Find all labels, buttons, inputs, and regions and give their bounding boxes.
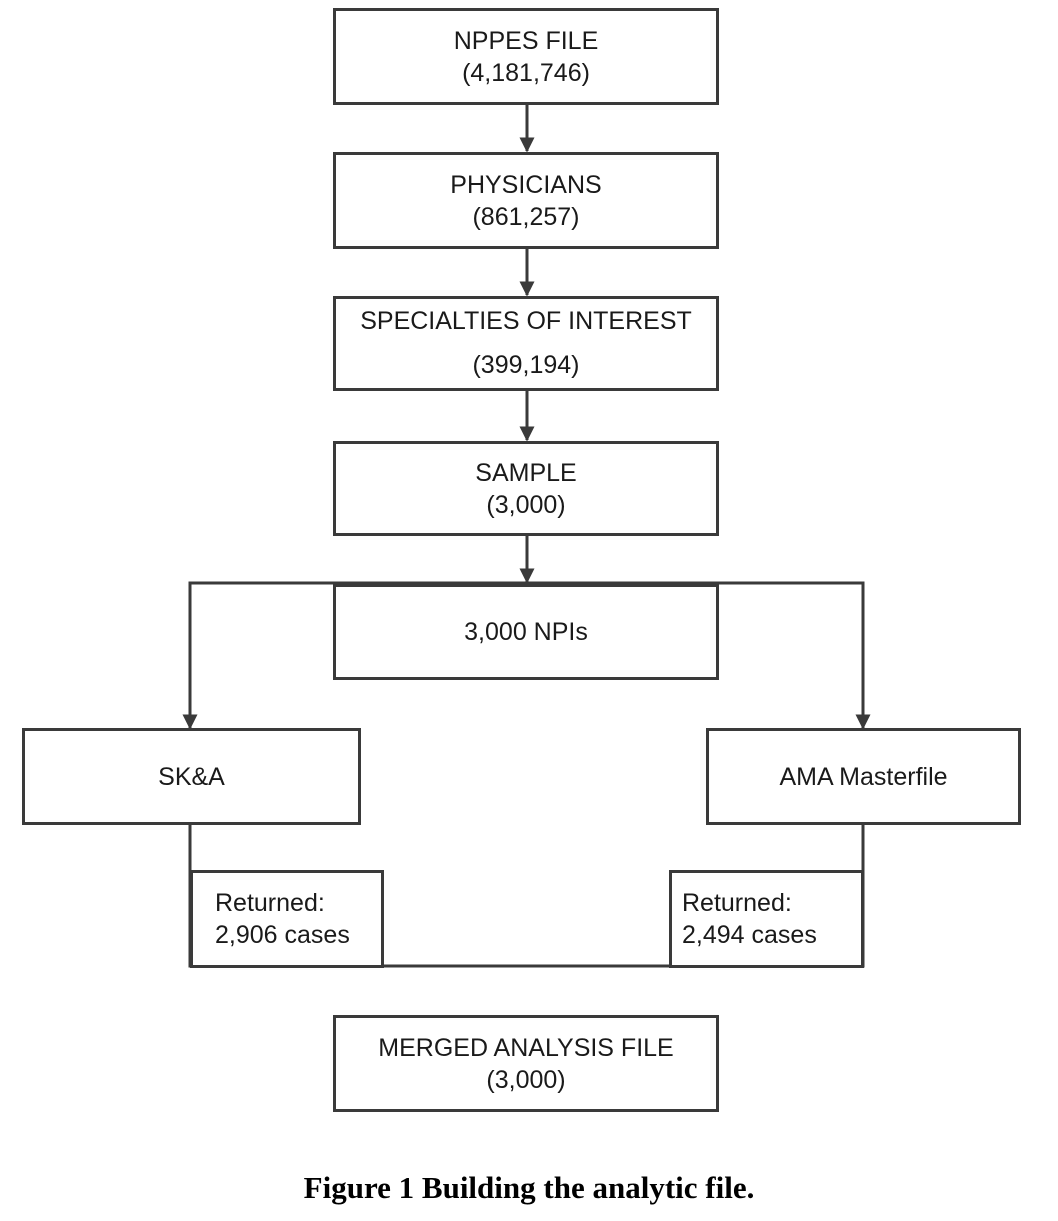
figure-caption: Figure 1 Building the analytic file. bbox=[303, 1170, 755, 1205]
merged-analysis-box: MERGED ANALYSIS FILE (3,000) bbox=[333, 1015, 719, 1112]
ska-returned-box: Returned: 2,906 cases bbox=[190, 870, 384, 968]
merged-analysis-title: MERGED ANALYSIS FILE bbox=[378, 1033, 674, 1062]
ama-returned-box: Returned: 2,494 cases bbox=[669, 870, 864, 968]
merged-analysis-count: (3,000) bbox=[486, 1065, 566, 1094]
ska-returned-value: 2,906 cases bbox=[215, 921, 350, 949]
ama-masterfile-box: AMA Masterfile bbox=[706, 728, 1021, 825]
ska-title: SK&A bbox=[158, 762, 225, 791]
nppes-file-title: NPPES FILE bbox=[453, 26, 599, 55]
specialties-title: SPECIALTIES OF INTEREST bbox=[360, 307, 692, 335]
nppes-file-count: (4,181,746) bbox=[462, 58, 590, 87]
split-line bbox=[188, 581, 865, 726]
nppes-file-box: NPPES FILE (4,181,746) bbox=[333, 8, 719, 105]
sample-box: SAMPLE (3,000) bbox=[333, 441, 719, 536]
sample-title: SAMPLE bbox=[475, 458, 577, 487]
sample-count: (3,000) bbox=[486, 490, 566, 519]
ama-returned-label: Returned: bbox=[682, 889, 792, 917]
specialties-box: SPECIALTIES OF INTEREST (399,194) bbox=[333, 296, 719, 391]
physicians-count: (861,257) bbox=[472, 202, 580, 231]
npis-box: 3,000 NPIs bbox=[333, 584, 719, 680]
ska-returned-label: Returned: bbox=[215, 889, 325, 917]
physicians-box: PHYSICIANS (861,257) bbox=[333, 152, 719, 249]
ska-box: SK&A bbox=[22, 728, 361, 825]
ama-masterfile-title: AMA Masterfile bbox=[779, 762, 948, 791]
physicians-title: PHYSICIANS bbox=[450, 170, 602, 199]
specialties-count: (399,194) bbox=[472, 351, 580, 379]
npis-title: 3,000 NPIs bbox=[464, 618, 588, 646]
ama-returned-value: 2,494 cases bbox=[682, 921, 817, 949]
